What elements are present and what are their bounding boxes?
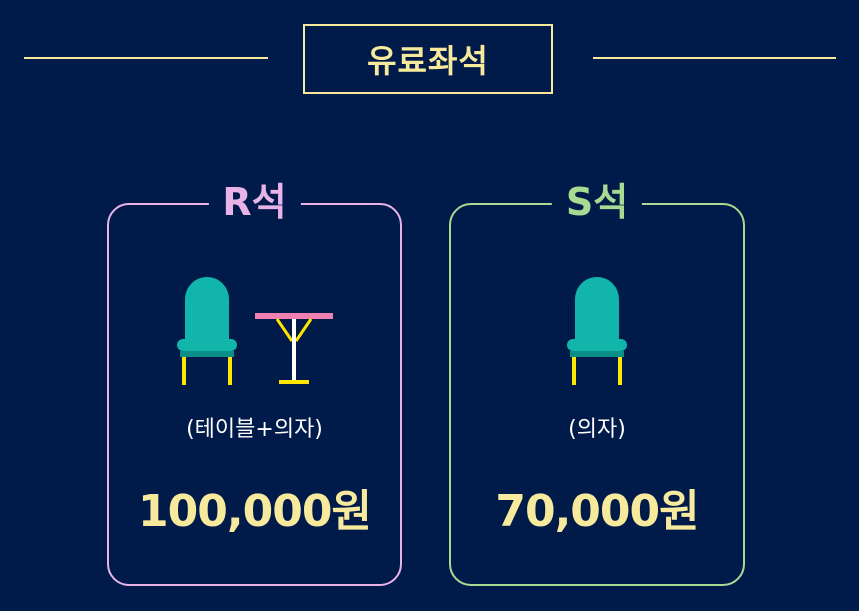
heading-line-left bbox=[24, 57, 268, 59]
s-seat-card: S석 (의자) 70,000원 bbox=[449, 177, 745, 586]
table-icon bbox=[254, 313, 333, 384]
chair-icon bbox=[176, 277, 237, 385]
chair-icon bbox=[567, 277, 627, 385]
s-seat-description: (의자) bbox=[568, 417, 626, 442]
r-seat-description: (테이블+의자) bbox=[186, 417, 323, 442]
s-seat-title: S석 bbox=[551, 177, 643, 227]
section-title-text: 유료좌석 bbox=[367, 42, 489, 80]
r-seat-card: R석 (테이블+의자) 100,000원 bbox=[107, 177, 402, 586]
section-title: 유료좌석 bbox=[303, 24, 553, 94]
s-seat-price: 70,000원 bbox=[495, 486, 699, 537]
r-seat-price: 100,000원 bbox=[138, 486, 372, 537]
r-seat-title: R석 bbox=[208, 177, 301, 227]
heading-line-right bbox=[593, 57, 836, 59]
